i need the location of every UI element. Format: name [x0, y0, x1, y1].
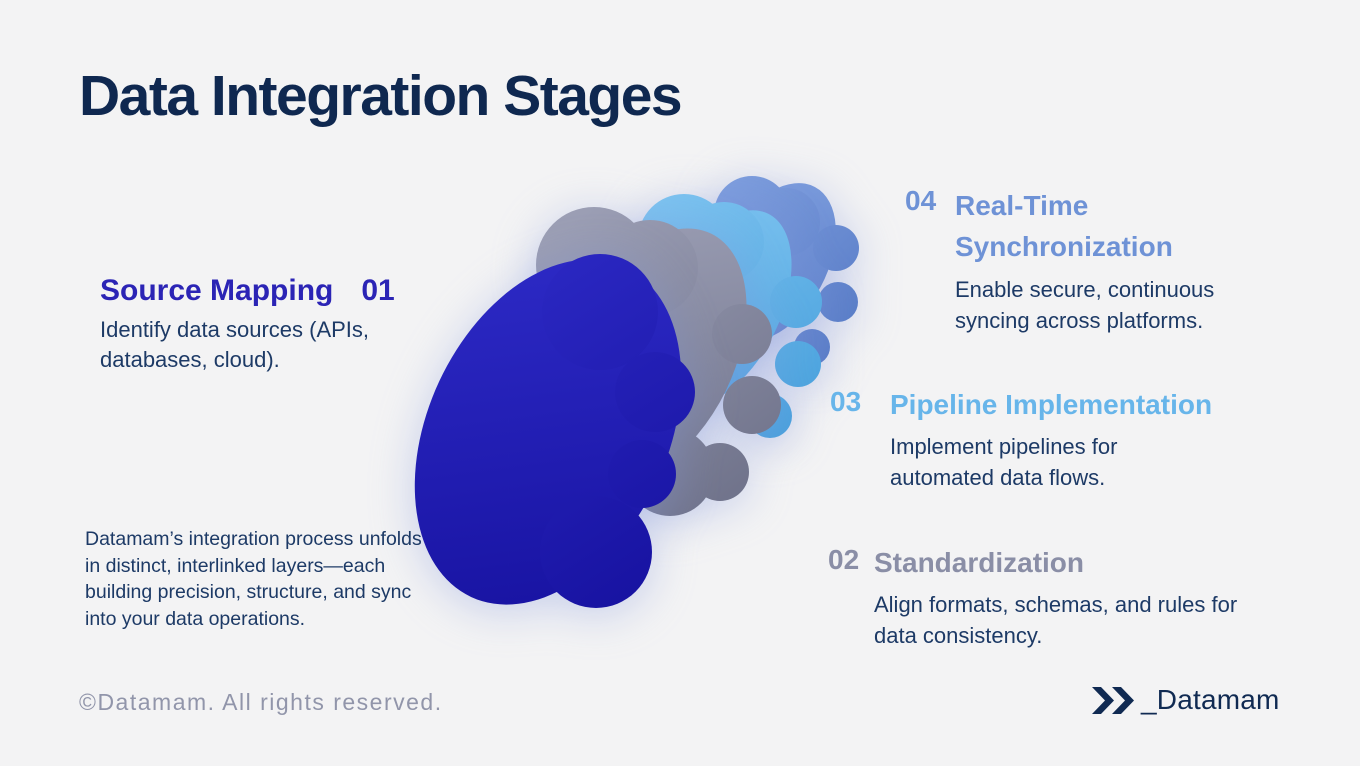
stage-01-heading: Source Mapping 01 — [100, 274, 395, 308]
copyright-text: ©Datamam. All rights reserved. — [79, 689, 443, 715]
double-chevron-icon — [1092, 686, 1134, 714]
layer-01-blob — [414, 254, 695, 608]
stage-02-title: Standardization — [874, 547, 1085, 578]
stage-02-number: 02 — [828, 544, 860, 575]
stage-04-description: Enable secure, continuous syncing across… — [955, 277, 1215, 333]
stage-source-mapping: Source Mapping 01 Identify data sources … — [100, 274, 395, 375]
stage-03-title: Pipeline Implementation — [890, 389, 1213, 420]
stage-01-title: Source Mapping — [100, 274, 334, 307]
stage-03-number: 03 — [830, 386, 862, 417]
stage-standardization: 02 Standardization Align formats, schema… — [828, 544, 1254, 651]
stage-02-description: Align formats, schemas, and rules for da… — [874, 592, 1238, 648]
stage-01-description: Identify data sources (APIs, databases, … — [100, 317, 370, 372]
stage-04-title: Real-Time Synchronization — [955, 190, 1173, 262]
stage-real-time-synchronization: 04 Real-Time Synchronization Enable secu… — [905, 185, 1245, 336]
intro-paragraph: Datamam’s integration process unfolds in… — [85, 528, 422, 630]
datamam-logo: _Datamam — [1092, 684, 1280, 716]
stage-03-description: Implement pipelines for automated data f… — [890, 434, 1118, 490]
stage-04-number: 04 — [905, 185, 937, 216]
stage-01-number: 01 — [361, 274, 395, 307]
stage-pipeline-implementation: 03 Pipeline Implementation Implement pip… — [830, 386, 1260, 493]
page-title: Data Integration Stages — [79, 64, 683, 128]
logo-wordmark: _Datamam — [1141, 684, 1280, 715]
